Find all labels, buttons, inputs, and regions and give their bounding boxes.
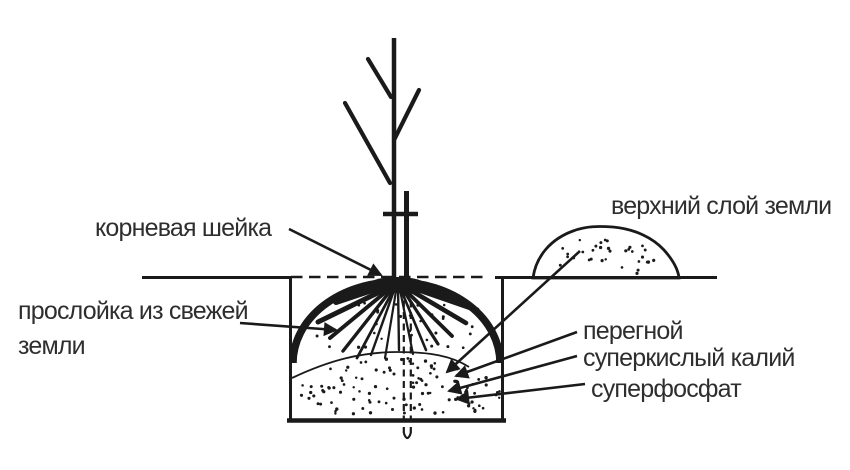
label-root-collar: корневая шейка [95,214,272,242]
tree-branches [342,56,422,186]
soil-mound [531,225,681,280]
label-superphosphate: суперфосфат [591,375,742,403]
arrow-topsoil-into-pit [445,250,581,374]
label-humus: перегной [583,317,683,345]
arrow-humus [454,330,578,379]
arrow-superphosphate [455,382,586,405]
underground-stake-dashed [402,289,412,440]
mound-dots [558,238,656,275]
arrow-potassium [447,354,578,395]
label-potassium: суперкислый калий [583,344,795,372]
arrow-root-collar [288,227,383,277]
sapling-tree [342,38,422,282]
fertilizer-layer-curve [291,351,470,379]
label-top-soil-layer: верхний слой земли [611,192,832,220]
planting-pit [287,278,506,423]
label-fresh-soil-layer: прослойка из свежей земли [18,297,249,360]
arrow-fresh-soil-layer [239,321,338,337]
